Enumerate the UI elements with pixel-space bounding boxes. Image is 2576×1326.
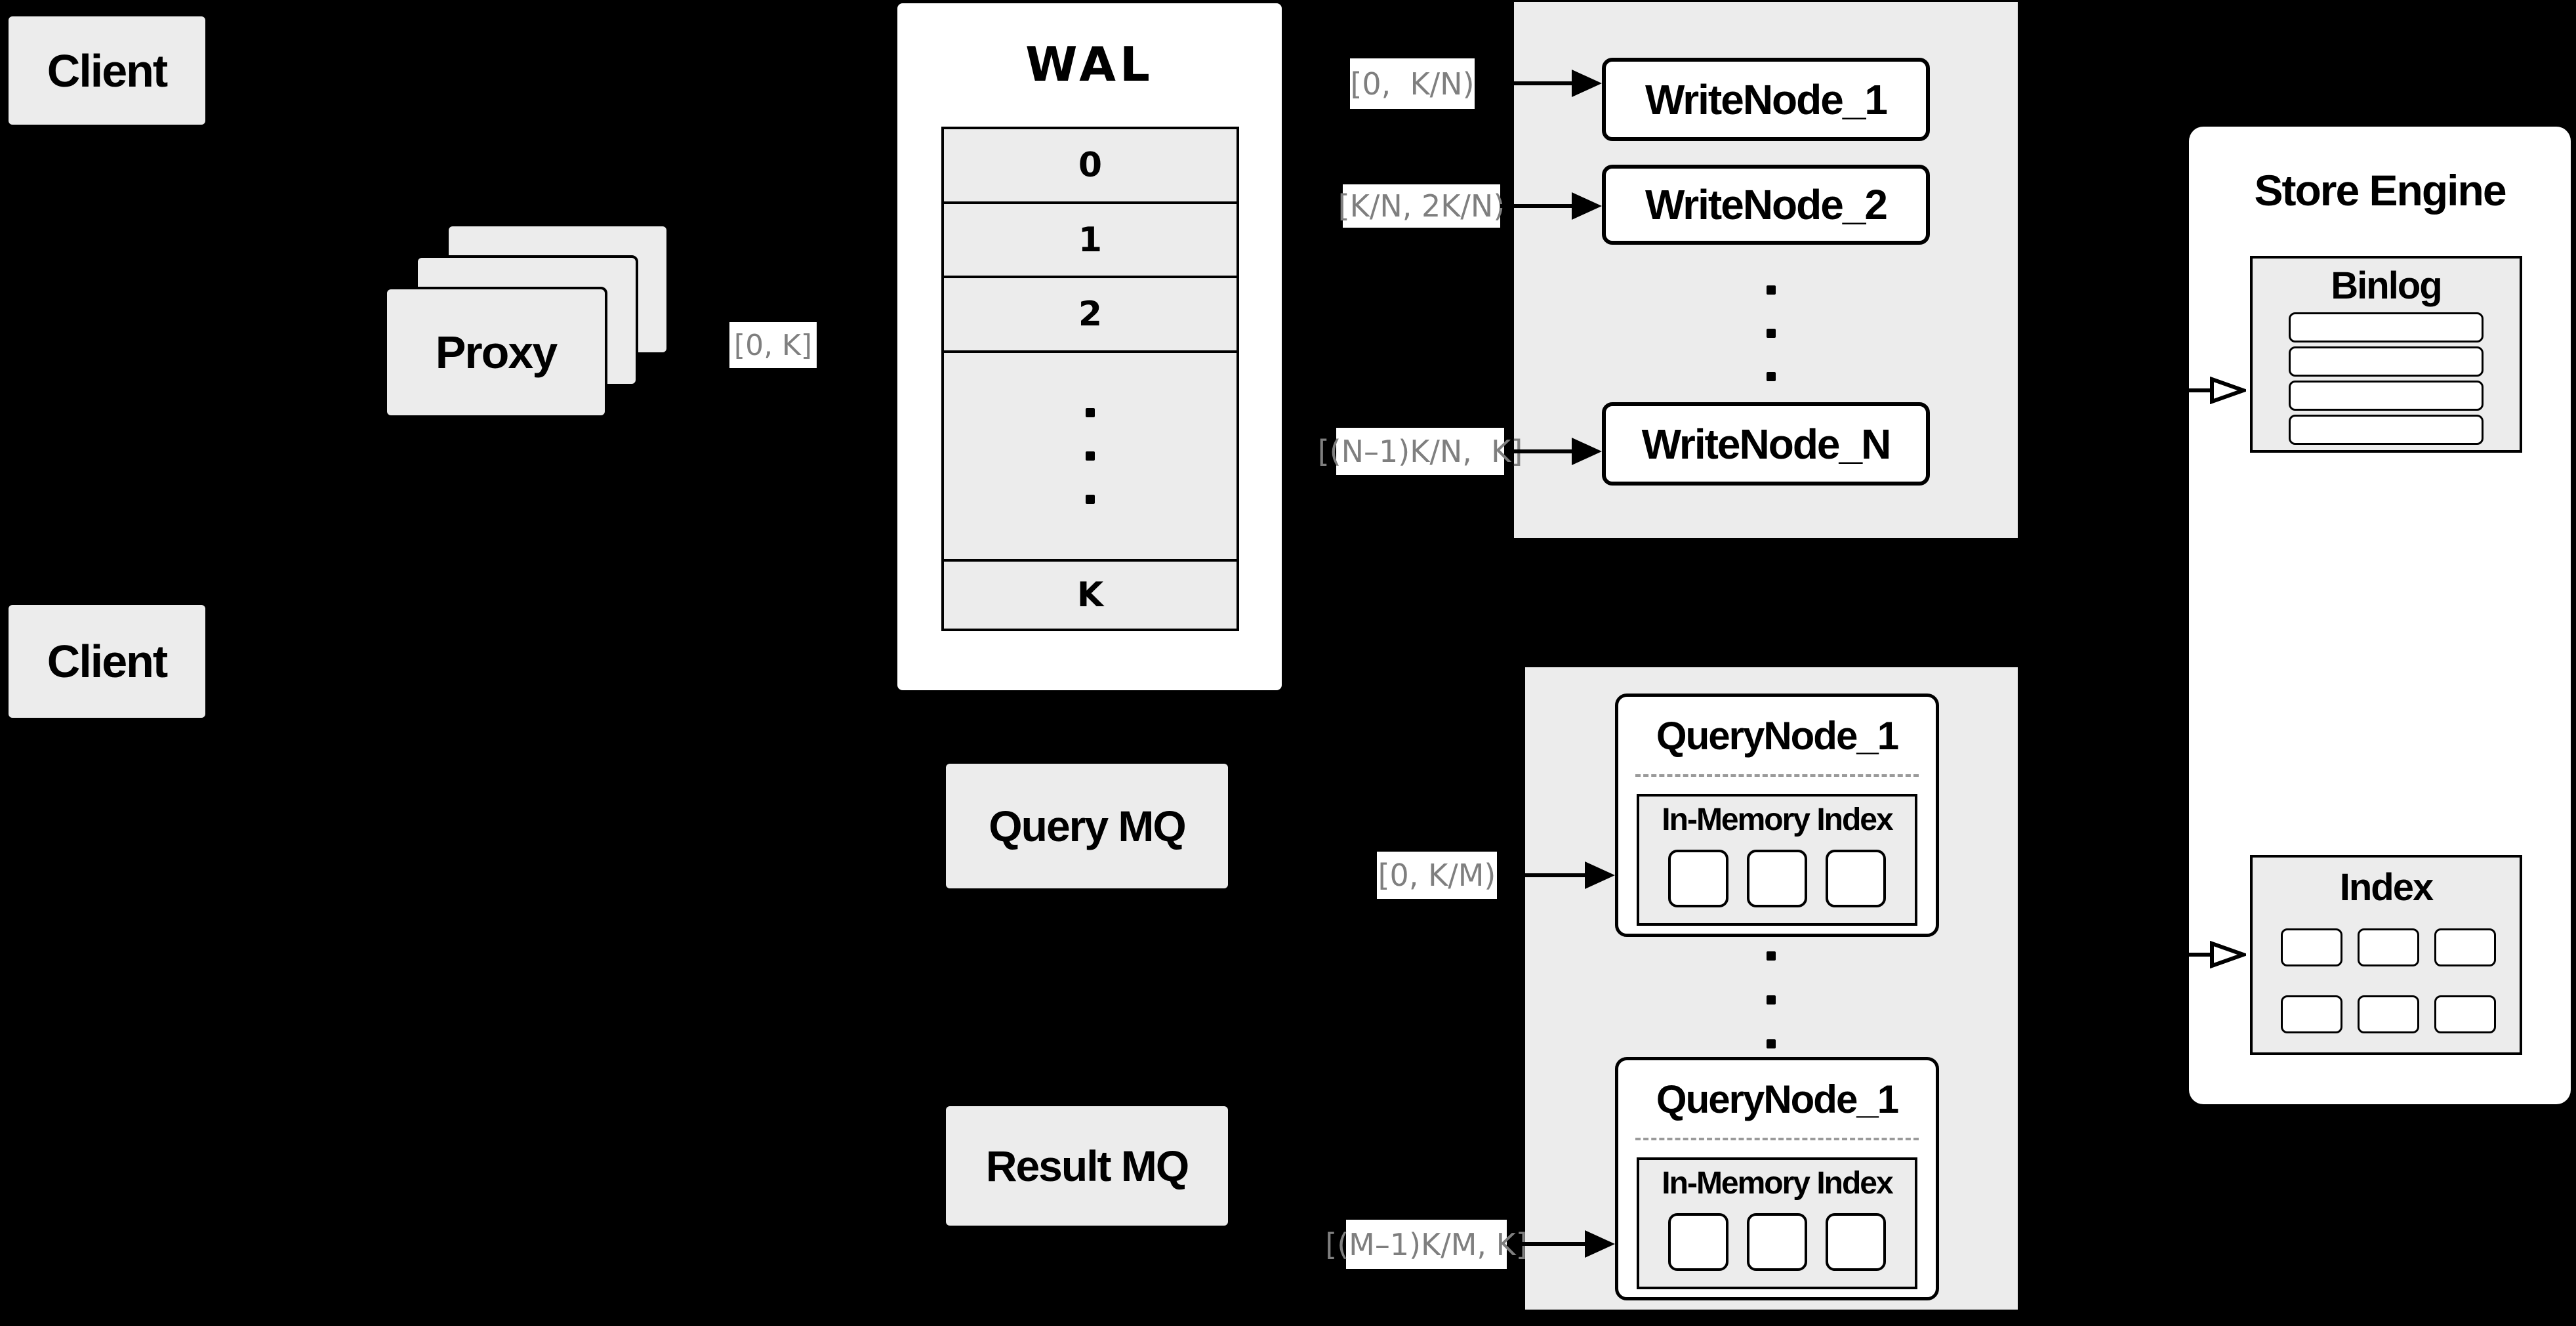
proxy-range-label: [0, K] <box>729 322 817 368</box>
proxy-range-text: [0, K] <box>733 328 813 362</box>
result-mq-label: Result MQ <box>985 1142 1189 1190</box>
write-range-label-n: [(N–1)K/N, K] <box>1318 428 1523 475</box>
result-mq-box: Result MQ <box>946 1106 1228 1226</box>
proxy-label: Proxy <box>435 327 558 378</box>
open-arrowhead-index-icon <box>2210 941 2246 968</box>
index-cell <box>2357 995 2419 1033</box>
index-segment-cell <box>1668 850 1728 907</box>
arrowhead-querynode-1-icon <box>1585 861 1615 889</box>
wal-title: WAL <box>1025 37 1154 92</box>
index-segment-cell <box>1826 1213 1886 1271</box>
binlog-row <box>2289 346 2484 377</box>
client-box-top: Client <box>9 16 205 125</box>
query-node-1-title: QueryNode_1 <box>1656 713 1899 758</box>
index-cells <box>2253 928 2520 1033</box>
query-node-2-title: QueryNode_1 <box>1656 1077 1899 1121</box>
wal-row-0: 0 <box>944 129 1237 204</box>
proxy-box: Proxy <box>384 287 607 418</box>
in-memory-index-title-1: In-Memory Index <box>1662 802 1893 837</box>
arrow-writenode-2 <box>1500 204 1572 208</box>
client-top-label: Client <box>47 45 168 96</box>
query-mq-box: Query MQ <box>946 764 1228 888</box>
binlog-row <box>2289 415 2484 445</box>
vertical-ellipsis-icon <box>1086 408 1095 504</box>
dashed-divider <box>1635 774 1919 777</box>
write-node-n-label: WriteNode_N <box>1641 420 1892 468</box>
write-node-1-box: WriteNode_1 <box>1602 58 1930 141</box>
arrow-writenode-1 <box>1475 81 1572 85</box>
binlog-box: Binlog <box>2250 256 2522 453</box>
wal-box: WAL 0 1 2 K <box>897 3 1282 690</box>
binlog-row <box>2289 312 2484 342</box>
query-range-label-2: [(M–1)K/M, K] <box>1325 1220 1528 1269</box>
wal-row-k: K <box>944 562 1237 629</box>
query-node-panel: QueryNode_1 In-Memory Index QueryNode_1 … <box>1525 667 2018 1310</box>
arrow-binlog <box>2169 388 2213 392</box>
write-node-1-label: WriteNode_1 <box>1645 75 1888 123</box>
in-memory-index-title-2: In-Memory Index <box>1662 1166 1893 1201</box>
vertical-ellipsis-icon <box>1767 951 1776 1048</box>
query-range-text-2: [(M–1)K/M, K] <box>1325 1226 1528 1262</box>
binlog-rows <box>2253 312 2520 445</box>
wal-row-ellipsis <box>944 353 1237 562</box>
index-segment-cell <box>1826 850 1886 907</box>
arrow-index <box>2169 953 2213 957</box>
in-memory-index-cells-1 <box>1639 850 1915 907</box>
index-segment-cell <box>1747 850 1807 907</box>
dashed-divider <box>1635 1138 1919 1140</box>
client-bottom-label: Client <box>47 636 168 687</box>
wal-row-2: 2 <box>944 278 1237 353</box>
index-cell <box>2357 928 2419 966</box>
index-cell <box>2280 995 2342 1033</box>
arrow-querynode-1 <box>1497 873 1585 877</box>
arrowhead-writenode-n-icon <box>1572 438 1602 465</box>
index-cell <box>2434 995 2496 1033</box>
index-segment-cell <box>1668 1213 1728 1271</box>
index-title: Index <box>2339 865 2434 909</box>
binlog-row <box>2289 381 2484 411</box>
in-memory-index-box-2: In-Memory Index <box>1637 1157 1917 1289</box>
index-segment-cell <box>1747 1213 1807 1271</box>
open-arrowhead-binlog-icon <box>2210 377 2246 404</box>
write-node-2-label: WriteNode_2 <box>1645 181 1888 228</box>
index-cell <box>2280 928 2342 966</box>
binlog-title: Binlog <box>2331 264 2442 307</box>
write-range-label-1: [0, K/N) <box>1350 58 1475 109</box>
write-node-2-box: WriteNode_2 <box>1602 165 1930 245</box>
query-node-1-box: QueryNode_1 In-Memory Index <box>1615 694 1939 937</box>
wal-row-1: 1 <box>944 204 1237 278</box>
arrowhead-writenode-2-icon <box>1572 192 1602 220</box>
client-box-bottom: Client <box>9 605 205 718</box>
write-range-label-2: [K/N, 2K/N) <box>1338 184 1505 228</box>
vertical-ellipsis-icon <box>1767 285 1776 381</box>
write-range-text-2: [K/N, 2K/N) <box>1338 188 1505 224</box>
arrow-querynode-2 <box>1507 1242 1585 1246</box>
query-node-2-box: QueryNode_1 In-Memory Index <box>1615 1057 1939 1300</box>
in-memory-index-box-1: In-Memory Index <box>1637 794 1917 926</box>
index-cell <box>2434 928 2496 966</box>
in-memory-index-cells-2 <box>1639 1213 1915 1271</box>
arrowhead-writenode-1-icon <box>1572 70 1602 97</box>
index-box: Index <box>2250 855 2522 1055</box>
query-mq-label: Query MQ <box>989 802 1186 850</box>
write-node-n-box: WriteNode_N <box>1602 402 1930 486</box>
query-range-text-1: [0, K/M) <box>1378 858 1496 893</box>
wal-table: 0 1 2 K <box>941 127 1239 631</box>
write-range-text-1: [0, K/N) <box>1350 66 1475 102</box>
arrow-writenode-n <box>1504 449 1572 453</box>
arrowhead-querynode-2-icon <box>1585 1230 1615 1258</box>
store-engine-box: Store Engine Binlog Index <box>2189 127 2571 1104</box>
write-range-text-n: [(N–1)K/N, K] <box>1317 434 1523 469</box>
query-range-label-1: [0, K/M) <box>1377 852 1497 899</box>
store-engine-title: Store Engine <box>2254 166 2506 215</box>
